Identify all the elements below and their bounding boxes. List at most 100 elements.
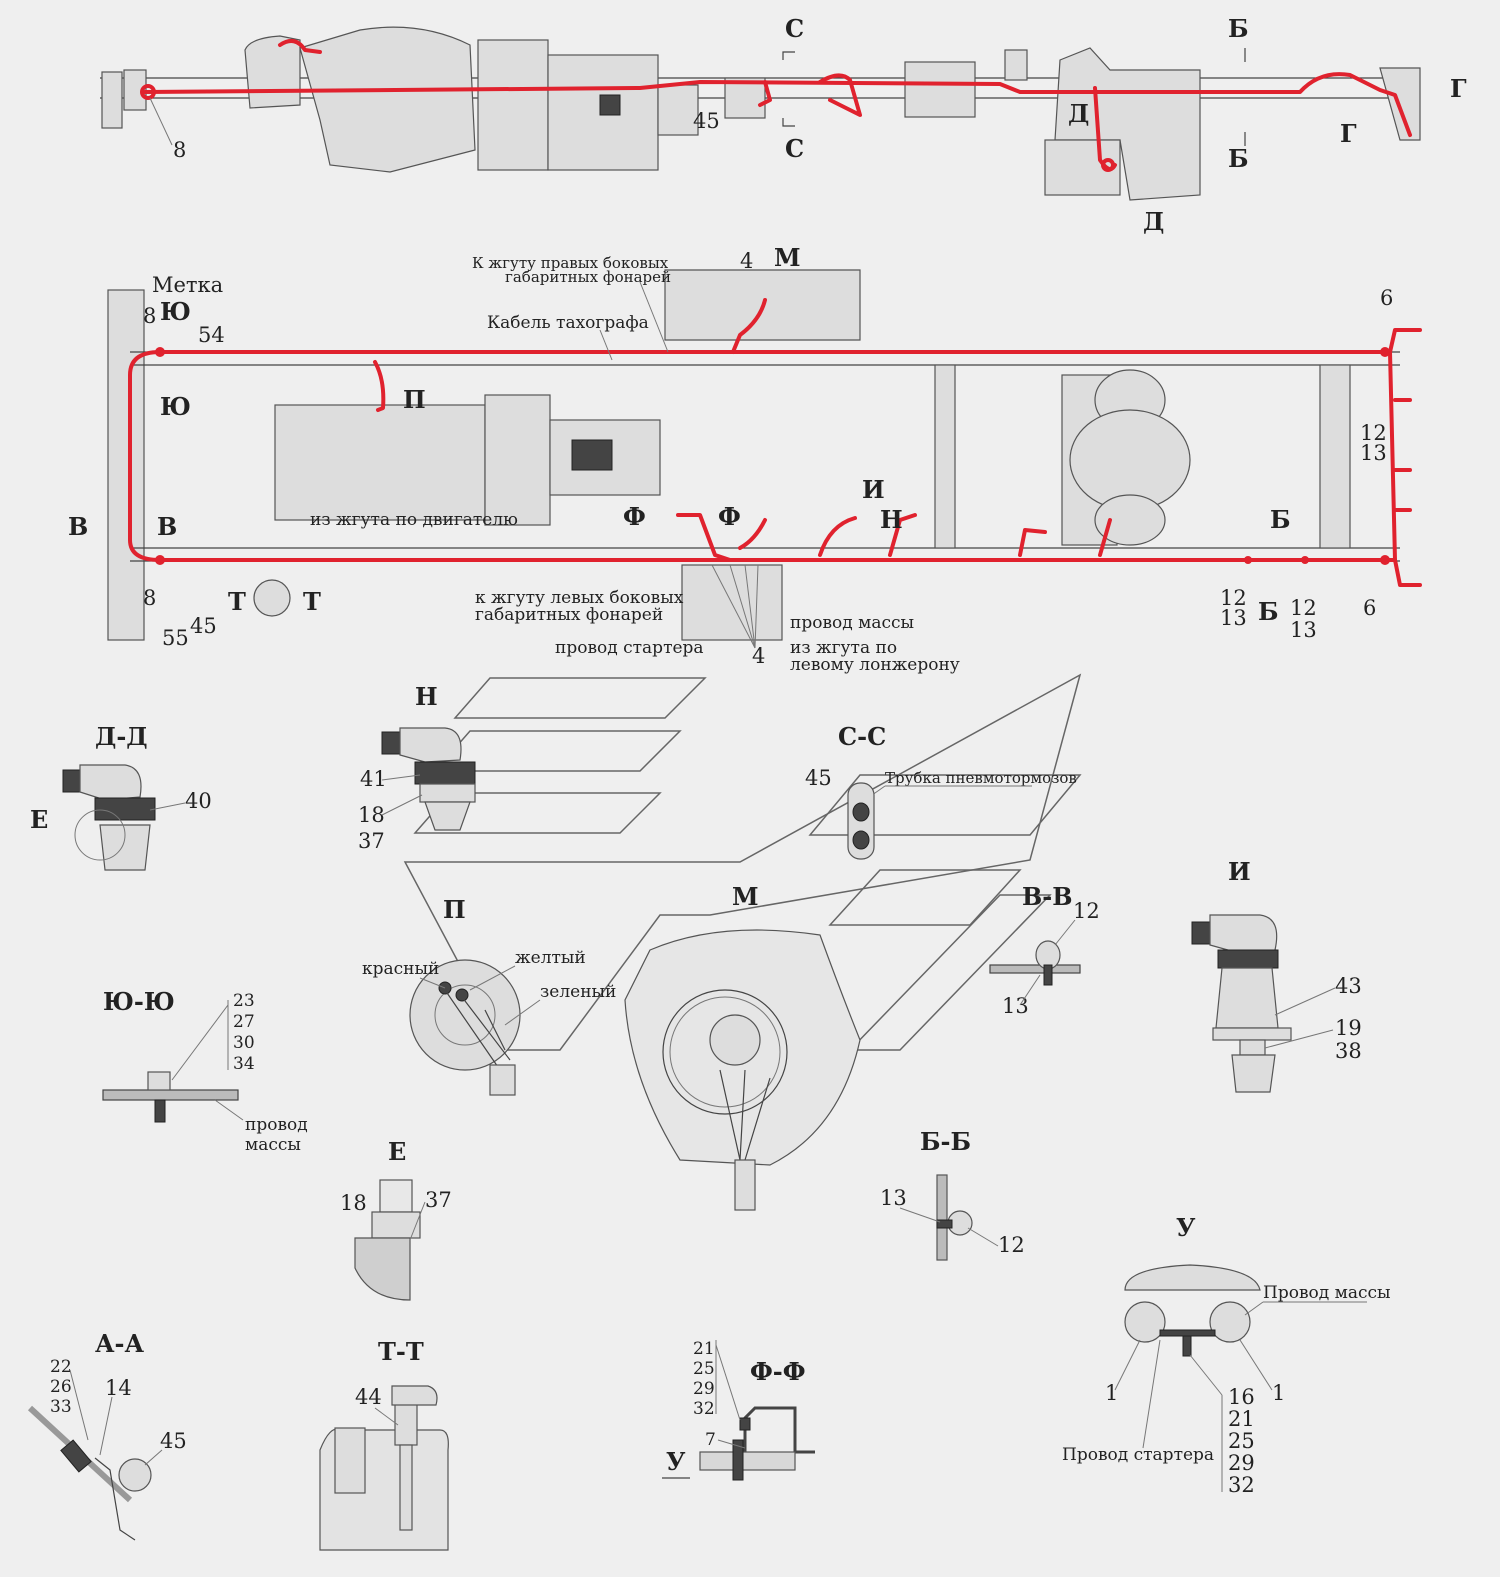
harness-side bbox=[140, 39, 1412, 172]
detail-vv-title: В-В bbox=[1022, 882, 1073, 911]
label-left-lamps-1: к жгуту левых боковых bbox=[475, 588, 684, 608]
label-pos-8-bottom: 8 bbox=[143, 586, 156, 610]
detail-dd-pos-40: 40 bbox=[185, 789, 212, 813]
label-pos-45: 45 bbox=[693, 109, 720, 133]
detail-cc-tube: Трубка пневмотормозов bbox=[885, 769, 1077, 787]
label-pos-12-bottom-b: 12 bbox=[1290, 596, 1317, 620]
detail-u-pos-1-right: 1 bbox=[1272, 1381, 1285, 1405]
section-mark-c-bottom: С bbox=[785, 134, 804, 163]
detail-aa-pos-26: 26 bbox=[50, 1377, 72, 1397]
label-right-lamps-2: габаритных фонарей bbox=[505, 268, 671, 286]
section-mark-g-left: Г bbox=[1340, 119, 1357, 148]
view-mark-p: П bbox=[403, 385, 426, 414]
view-mark-m: М bbox=[774, 243, 801, 272]
detail-p-yellow: желтый bbox=[515, 948, 586, 968]
label-metka: Метка bbox=[152, 273, 223, 297]
detail-yuyu-pos-27: 27 bbox=[233, 1012, 255, 1032]
detail-cc: С-С 45 Трубка пневмотормозов bbox=[805, 722, 1077, 860]
section-mark-v-right: В bbox=[157, 512, 177, 541]
detail-p: П красный желтый зеленый bbox=[362, 895, 616, 1096]
detail-yuyu: Ю-Ю 23 27 30 34 провод массы bbox=[102, 987, 308, 1155]
label-tacho-cable: Кабель тахографа bbox=[487, 313, 649, 333]
top-side-view: 8 45 С С Б Б Д Д Г Г bbox=[100, 14, 1467, 236]
detail-ff-pos-7: 7 bbox=[705, 1430, 716, 1450]
detail-i-title: И bbox=[1228, 857, 1251, 886]
detail-aa-pos-22: 22 bbox=[50, 1357, 72, 1377]
label-pos-8: 8 bbox=[173, 138, 186, 162]
detail-u-pos-32: 32 bbox=[1228, 1473, 1255, 1497]
detail-yuyu-pos-34: 34 bbox=[233, 1054, 255, 1074]
label-pos-8-top: 8 bbox=[143, 304, 156, 328]
detail-tt: Т-Т 44 bbox=[319, 1337, 449, 1551]
label-pos-6-top: 6 bbox=[1380, 286, 1393, 310]
label-pos-12-right: 12 bbox=[1360, 421, 1387, 445]
detail-aa-pos-33: 33 bbox=[50, 1397, 72, 1417]
detail-u-pos-21: 21 bbox=[1228, 1407, 1255, 1431]
label-left-member-1: из жгута по bbox=[790, 638, 897, 658]
detail-n-pos-37: 37 bbox=[358, 829, 385, 853]
label-pos-45-plan: 45 bbox=[190, 614, 217, 638]
label-right-lamps-1: К жгуту правых боковых bbox=[472, 254, 669, 272]
label-pos-13-bottom-a: 13 bbox=[1220, 606, 1247, 630]
detail-yuyu-pos-23: 23 bbox=[233, 991, 255, 1011]
section-mark-g-right: Г bbox=[1450, 74, 1467, 103]
detail-bb-pos-13: 13 bbox=[880, 1186, 907, 1210]
section-mark-b-plan-bottom: Б bbox=[1258, 597, 1279, 626]
detail-e-pos-37: 37 bbox=[425, 1188, 452, 1212]
label-left-lamps-2: габаритных фонарей bbox=[475, 605, 663, 625]
detail-p-red: красный bbox=[362, 959, 439, 979]
label-left-member-2: левому лонжерону bbox=[790, 655, 960, 675]
detail-cc-title: С-С bbox=[838, 722, 886, 751]
detail-ff-title: Ф-Ф bbox=[750, 1357, 806, 1386]
detail-u-pos-16: 16 bbox=[1228, 1385, 1255, 1409]
detail-aa-title: А-А bbox=[95, 1329, 145, 1358]
detail-ff-pos-29: 29 bbox=[693, 1379, 715, 1399]
harness-plan bbox=[128, 298, 1422, 587]
section-mark-t-left: Т bbox=[228, 587, 246, 616]
detail-bb-title: Б-Б bbox=[920, 1127, 971, 1156]
detail-u-pos-29: 29 bbox=[1228, 1451, 1255, 1475]
detail-n-title: Н bbox=[415, 682, 438, 711]
section-mark-c-top: С bbox=[785, 14, 804, 43]
detail-vv-pos-12: 12 bbox=[1073, 899, 1100, 923]
section-mark-b-top: Б bbox=[1228, 14, 1249, 43]
detail-ff-mark-u: У bbox=[666, 1447, 686, 1476]
detail-yuyu-ground-2: массы bbox=[245, 1135, 301, 1155]
label-from-engine: из жгута по двигателю bbox=[310, 510, 518, 530]
label-pos-4-top: 4 bbox=[740, 249, 753, 273]
detail-aa: А-А 22 26 33 14 45 bbox=[27, 1329, 187, 1541]
detail-vv: В-В 12 13 bbox=[989, 882, 1100, 1018]
detail-u: У Провод массы Провод стартера 1 1 16 21… bbox=[1062, 1213, 1391, 1497]
detail-n-pos-18: 18 bbox=[358, 803, 385, 827]
detail-tt-pos-44: 44 bbox=[355, 1385, 382, 1409]
section-mark-t-right: Т bbox=[303, 587, 321, 616]
label-pos-54: 54 bbox=[198, 323, 225, 347]
detail-bb-pos-12: 12 bbox=[998, 1233, 1025, 1257]
section-mark-b-plan-top: Б bbox=[1270, 505, 1291, 534]
section-mark-yu-bottom: Ю bbox=[160, 392, 191, 421]
section-mark-yu-top: Ю bbox=[160, 297, 191, 326]
label-pos-12-bottom-a: 12 bbox=[1220, 586, 1247, 610]
detail-dd-title: Д-Д bbox=[95, 722, 148, 751]
frame-plan bbox=[107, 269, 1400, 641]
detail-i-pos-19: 19 bbox=[1335, 1016, 1362, 1040]
label-pos-55: 55 bbox=[162, 626, 189, 650]
detail-i-pos-38: 38 bbox=[1335, 1039, 1362, 1063]
detail-bb: Б-Б 13 12 bbox=[880, 1127, 1025, 1261]
detail-u-pos-25: 25 bbox=[1228, 1429, 1255, 1453]
detail-ff-pos-21: 21 bbox=[693, 1339, 715, 1359]
top-view-labels: 8 45 С С Б Б Д Д Г Г bbox=[149, 14, 1467, 236]
detail-cc-pos-45: 45 bbox=[805, 766, 832, 790]
detail-tt-title: Т-Т bbox=[378, 1337, 424, 1366]
detail-e: Е 18 37 bbox=[340, 1137, 452, 1301]
section-mark-b-bottom: Б bbox=[1228, 144, 1249, 173]
label-pos-13-right: 13 bbox=[1360, 441, 1387, 465]
detail-u-starter-wire: Провод стартера bbox=[1062, 1445, 1214, 1465]
label-ground-wire: провод массы bbox=[790, 613, 914, 633]
label-pos-6-bottom: 6 bbox=[1363, 596, 1376, 620]
detail-m-title: М bbox=[732, 882, 759, 911]
detail-u-pos-1-left: 1 bbox=[1105, 1381, 1118, 1405]
detail-u-ground-wire: Провод массы bbox=[1263, 1283, 1391, 1303]
label-starter-wire: провод стартера bbox=[555, 638, 704, 658]
